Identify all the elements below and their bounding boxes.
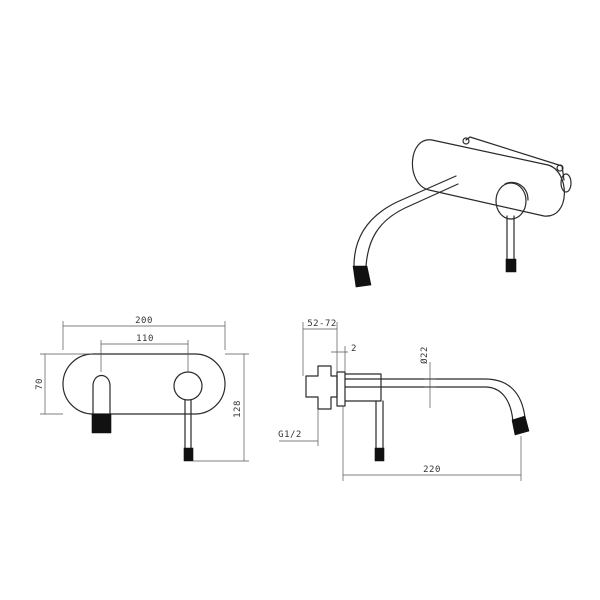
side-spout	[344, 378, 526, 423]
dim-label-2: 2	[351, 344, 357, 354]
dim-line-200	[62, 321, 226, 350]
front-view: 200 110 70 128	[35, 316, 249, 462]
side-inlet-body	[305, 365, 338, 410]
dim-line-2	[331, 346, 348, 372]
side-plate	[336, 371, 346, 407]
dim-line-70	[40, 353, 93, 415]
perspective-handle-body	[495, 182, 527, 220]
dim-label-g12: G1/2	[278, 430, 302, 440]
perspective-screw-left	[462, 137, 470, 145]
dim-label-128: 128	[233, 400, 243, 418]
front-aerator	[91, 413, 112, 434]
dim-label-diam-22: Ø22	[419, 346, 430, 364]
dim-label-220: 220	[423, 465, 441, 475]
side-aerator	[511, 415, 530, 436]
front-back-plate	[62, 353, 226, 415]
front-spout-tube	[92, 374, 111, 415]
dim-label-52-72: 52-72	[307, 319, 337, 329]
perspective-back-plate	[411, 139, 565, 217]
dim-line-g12	[279, 409, 319, 446]
side-lever-knurl	[374, 447, 385, 462]
perspective-inlet	[560, 173, 572, 193]
perspective-lever-knurl	[505, 258, 517, 273]
dim-line-diam-22	[424, 362, 436, 408]
front-lever	[184, 399, 192, 449]
dim-label-200: 200	[135, 316, 153, 326]
dim-label-110: 110	[136, 334, 154, 344]
perspective-view	[352, 136, 572, 288]
dim-line-220	[342, 406, 522, 481]
perspective-lever	[506, 215, 515, 260]
perspective-spout	[353, 175, 459, 267]
perspective-screw-right	[556, 164, 564, 172]
front-handle	[173, 371, 203, 401]
dim-line-52-72	[302, 322, 338, 376]
perspective-aerator	[352, 265, 372, 288]
side-lever	[375, 400, 384, 449]
dim-line-110	[100, 340, 189, 372]
dim-line-128	[193, 353, 249, 462]
front-lever-knurl	[183, 447, 194, 462]
perspective-handle-cap	[504, 181, 529, 201]
side-view: 52-72 2 Ø22 G1/2 220	[278, 319, 530, 481]
dim-label-70: 70	[35, 378, 45, 390]
